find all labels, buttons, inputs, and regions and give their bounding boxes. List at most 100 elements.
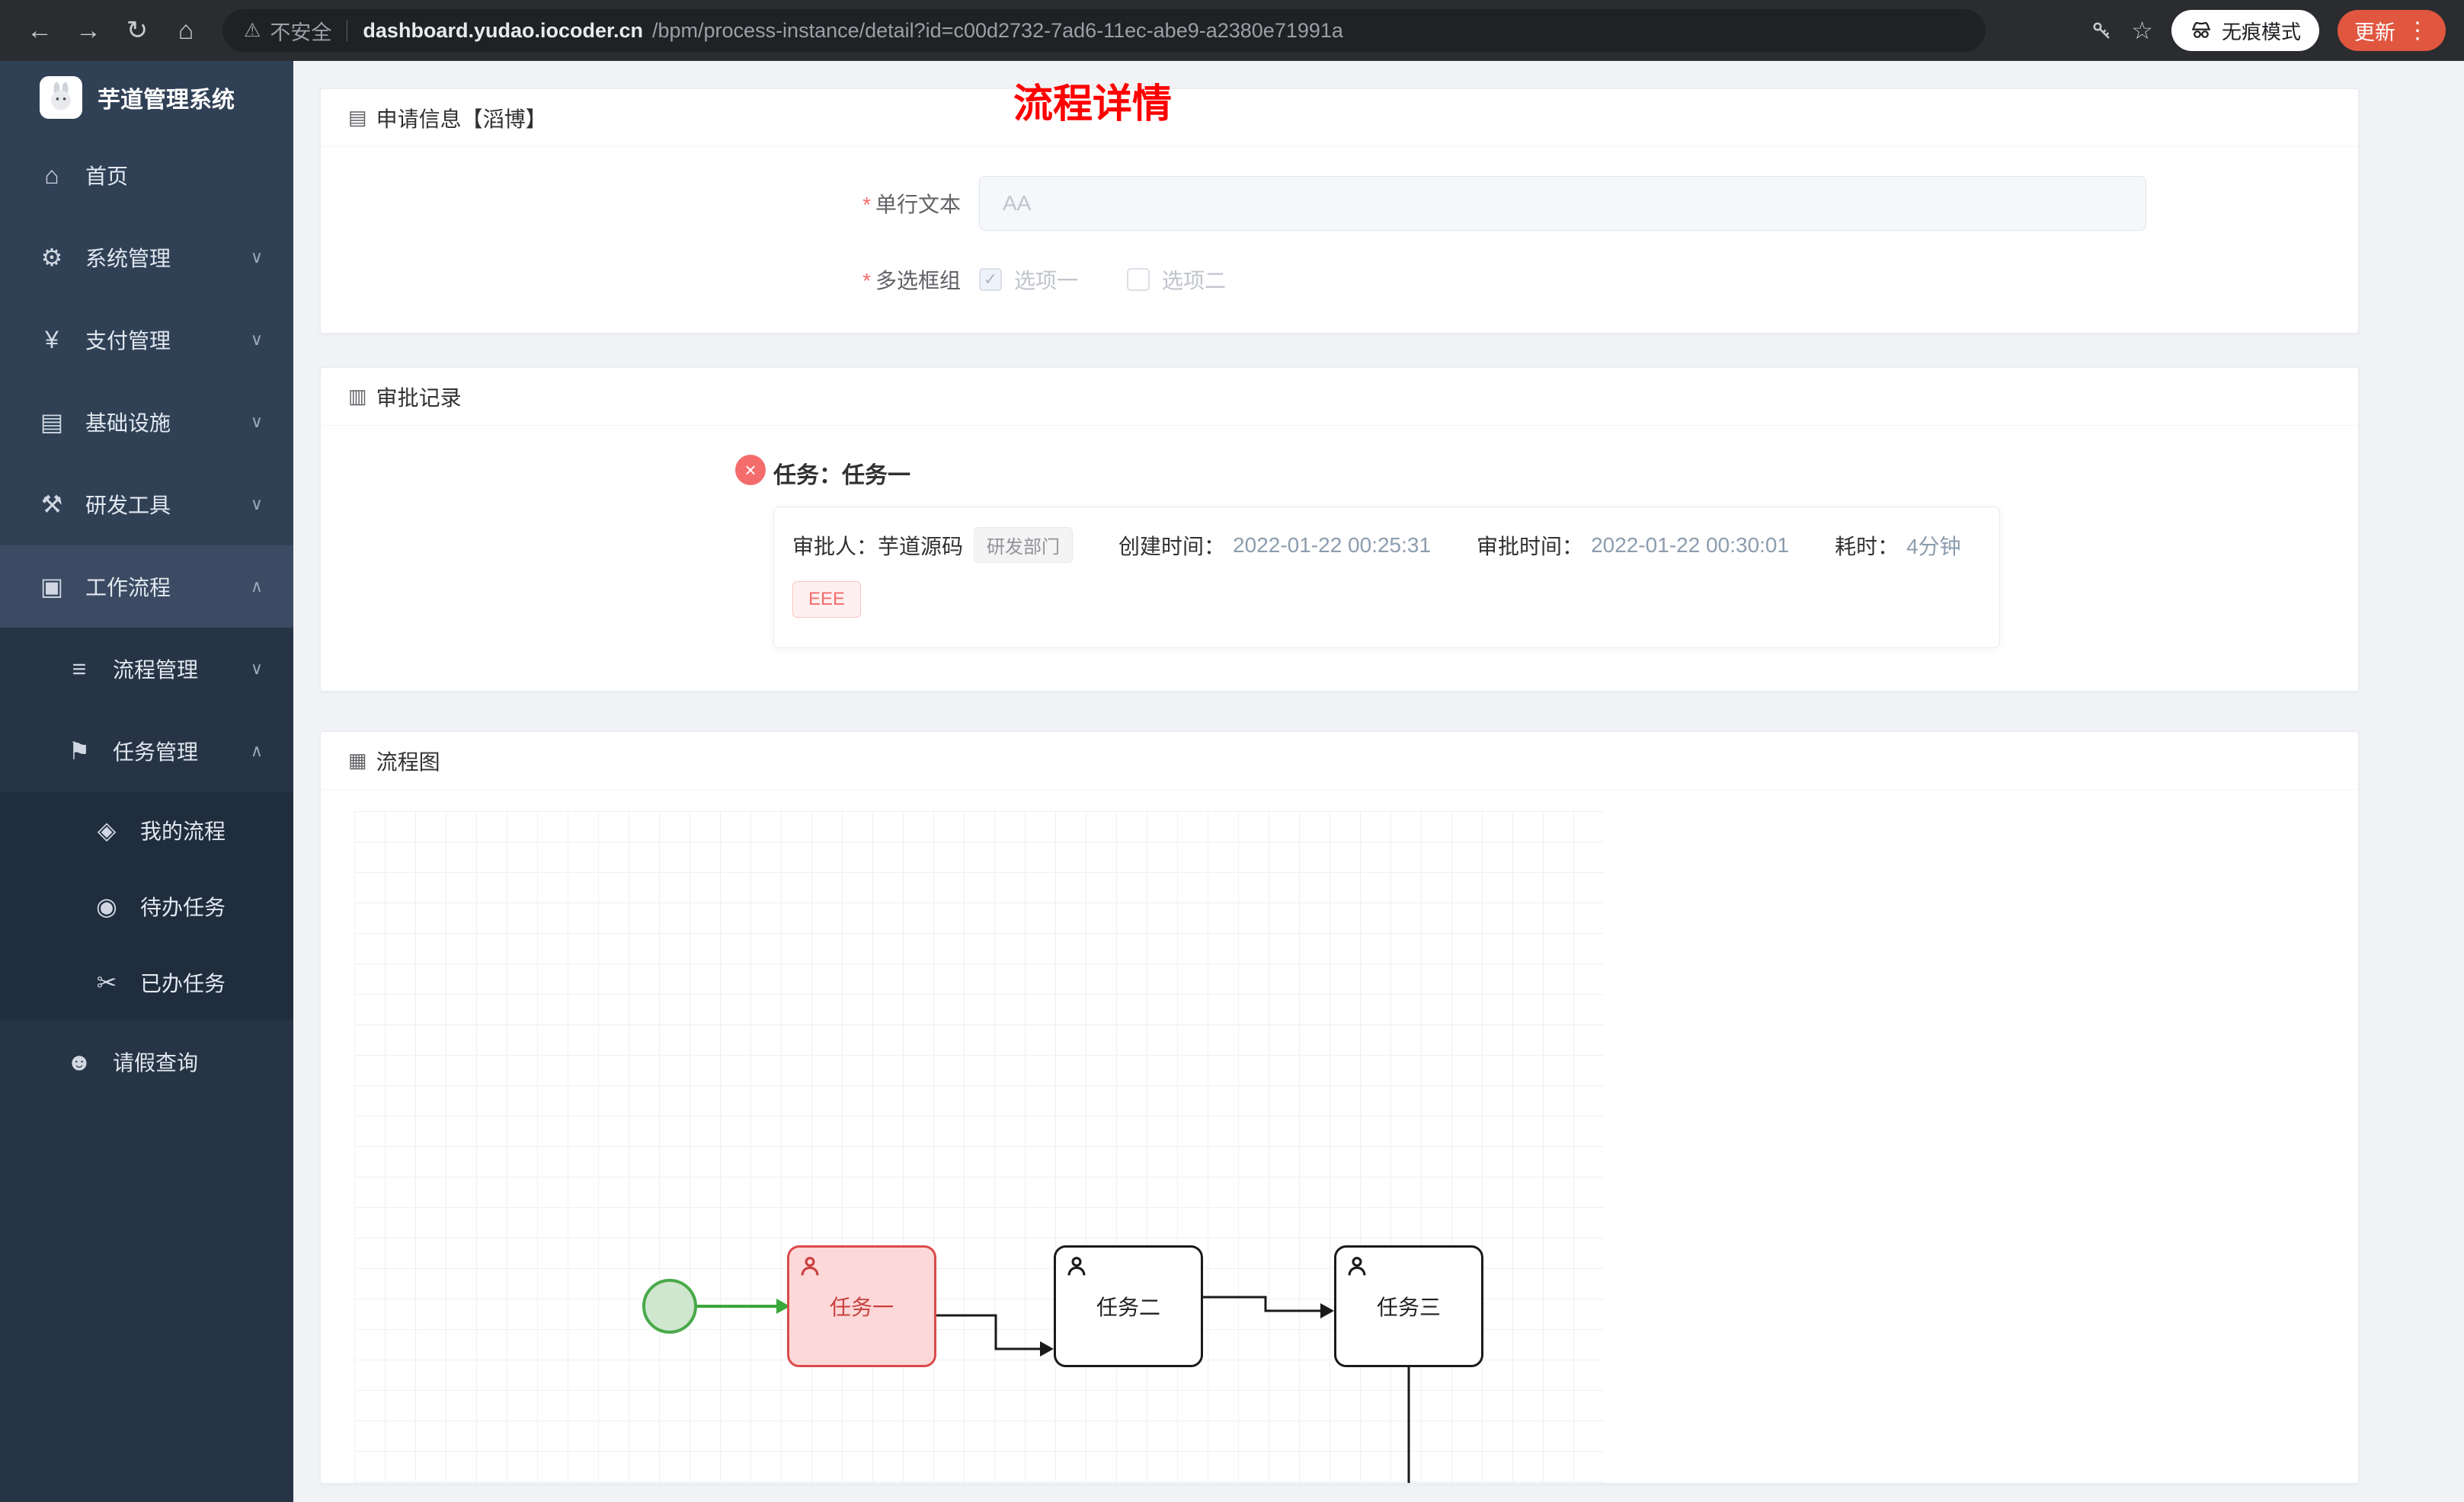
forward-button[interactable]: →	[75, 15, 101, 45]
sidebar-item-payment-management[interactable]: ¥ 支付管理 ∨	[0, 299, 293, 381]
address-bar[interactable]: ⚠ 不安全 dashboard.yudao.iocoder.cn/bpm/pro…	[222, 9, 1986, 52]
chevron-down-icon: ∨	[250, 248, 263, 267]
incognito-spy-icon	[2192, 21, 2210, 38]
approval-record-card: ▥ 审批记录 × 任务：任务一 审批人： 芋道源码 研发部门 创建时间： 202…	[320, 367, 2359, 692]
key-icon[interactable]	[2090, 19, 2113, 42]
sidebar-item-leave-query[interactable]: ☻ 请假查询	[0, 1021, 293, 1103]
single-line-text-label: *单行文本	[862, 193, 961, 216]
home-icon: ⌂	[44, 161, 59, 189]
process-diagram-card-header: ▦ 流程图	[321, 732, 2358, 790]
chevron-up-icon: ∧	[250, 741, 263, 760]
task-node-3[interactable]: 任务三	[1334, 1245, 1483, 1367]
created-time-label: 创建时间：	[1118, 534, 1226, 558]
checkbox-option-2: 选项二	[1127, 264, 1226, 295]
back-button[interactable]: ←	[27, 15, 53, 45]
process-diagram-card-title: 流程图	[376, 749, 440, 774]
task-node-1[interactable]: 任务一	[787, 1245, 936, 1367]
sidebar-item-system-management[interactable]: ⚙ 系统管理 ∨	[0, 216, 293, 299]
created-time-value: 2022-01-22 00:25:31	[1233, 532, 1432, 557]
home-button[interactable]: ⌂	[178, 15, 194, 45]
sidebar-item-todo-tasks[interactable]: ◉ 待办任务	[0, 868, 293, 944]
user-task-icon	[1348, 1257, 1366, 1276]
bpmn-grid	[354, 811, 1604, 1483]
process-diagram-card: ▦ 流程图 任务一	[320, 731, 2359, 1484]
apply-info-card-header: ▤ 申请信息【滔博】	[321, 89, 2358, 147]
apply-info-card: ▤ 申请信息【滔博】 *单行文本 *多选框组 选项一 选项二	[320, 88, 2359, 334]
sidebar-item-home[interactable]: ⌂ 首页	[0, 134, 293, 216]
app-logo	[40, 76, 82, 119]
url-domain: dashboard.yudao.iocoder.cn	[363, 18, 643, 42]
sidebar-item-my-processes[interactable]: ◈ 我的流程	[0, 792, 293, 868]
checkbox-group: 选项一 选项二	[979, 263, 1226, 296]
menu-kebab-icon[interactable]: ⋮	[2406, 18, 2429, 43]
chevron-down-icon: ∨	[250, 412, 263, 431]
url-path: /bpm/process-instance/detail?id=c00d2732…	[652, 18, 1343, 42]
eye-icon: ◉	[96, 893, 117, 920]
document-icon: ▤	[348, 106, 367, 129]
incognito-badge: 无痕模式	[2171, 10, 2319, 51]
chevron-down-icon: ∨	[250, 330, 263, 349]
infrastructure-icon: ▤	[40, 408, 64, 436]
task-node-label: 任务三	[1376, 1296, 1441, 1319]
sidebar-item-dev-tools[interactable]: ⚒ 研发工具 ∨	[0, 463, 293, 545]
scissors-icon: ✂	[96, 969, 117, 996]
task-node-2[interactable]: 任务二	[1054, 1245, 1203, 1367]
error-status-icon: ×	[735, 455, 766, 485]
checkbox-unchecked-icon	[1127, 268, 1150, 291]
list-icon: ≡	[72, 654, 87, 682]
sidebar-item-workflow[interactable]: ▣ 工作流程 ∧	[0, 545, 293, 628]
sidebar: 芋道管理系统 ⌂ 首页 ⚙ 系统管理 ∨ ¥ 支付管理 ∨ ▤ 基础设施 ∨ ⚒…	[0, 61, 293, 1502]
bookmark-star-icon[interactable]: ☆	[2131, 17, 2153, 44]
duration-label: 耗时：	[1835, 534, 1899, 558]
task-node-label: 任务一	[829, 1296, 894, 1319]
chevron-up-icon: ∧	[250, 577, 263, 596]
user-task-icon	[1067, 1257, 1086, 1276]
update-label: 更新	[2354, 21, 2395, 44]
workflow-icon: ▣	[40, 573, 64, 600]
approver-name: 芋道源码	[878, 534, 964, 558]
approval-record-card-header: ▥ 审批记录	[321, 368, 2358, 426]
approval-timeline: × 任务：任务一 审批人： 芋道源码 研发部门 创建时间： 2022-01-22…	[321, 426, 2358, 691]
sidebar-item-process-management[interactable]: ≡ 流程管理 ∨	[0, 628, 293, 710]
single-line-text-input	[979, 176, 2146, 231]
checkbox-group-row: *多选框组 选项一 选项二	[321, 263, 2358, 296]
apply-info-form: *单行文本 *多选框组 选项一 选项二	[321, 147, 2358, 333]
incognito-label: 无痕模式	[2221, 20, 2301, 43]
apply-info-card-title: 申请信息【滔博】	[376, 107, 547, 131]
bpmn-canvas[interactable]: 任务一 任务二 任务三	[321, 790, 2358, 1483]
chevron-down-icon: ∨	[250, 494, 263, 513]
approved-time-value: 2022-01-22 00:30:01	[1591, 532, 1790, 557]
checkbox-group-label: *多选框组	[862, 269, 961, 292]
approval-detail-card: 审批人： 芋道源码 研发部门 创建时间： 2022-01-22 00:25:31…	[773, 507, 2000, 648]
main-scroll-area[interactable]: 流程详情 ▤ 申请信息【滔博】 *单行文本 *多选框组 选项一	[293, 61, 2464, 1502]
yen-icon: ¥	[45, 325, 59, 353]
checkbox-checked-icon	[979, 268, 1002, 291]
my-process-icon: ◈	[97, 817, 117, 844]
user-task-icon	[801, 1257, 819, 1276]
task-node-label: 任务二	[1096, 1296, 1160, 1319]
comment-tag: EEE	[792, 581, 862, 618]
sidebar-item-infrastructure[interactable]: ▤ 基础设施 ∨	[0, 381, 293, 463]
approver-label: 审批人：	[792, 534, 878, 558]
sidebar-item-done-tasks[interactable]: ✂ 已办任务	[0, 944, 293, 1021]
refresh-button[interactable]: ↻	[126, 16, 149, 45]
user-icon: ☻	[66, 1047, 92, 1075]
app-logo-row: 芋道管理系统	[0, 61, 293, 134]
single-line-text-row: *单行文本	[321, 176, 2358, 231]
warning-icon: ⚠	[244, 20, 261, 41]
task-title: 任务：任务一	[773, 463, 910, 488]
tools-icon: ⚒	[40, 491, 63, 518]
browser-toolbar: ← → ↻ ⌂ ⚠ 不安全 dashboard.yudao.iocoder.cn…	[0, 0, 2464, 61]
checkbox-option-1: 选项一	[979, 264, 1078, 295]
security-label: 不安全	[270, 21, 332, 44]
diagram-icon: ▦	[348, 749, 367, 772]
sidebar-item-task-management[interactable]: ⚑ 任务管理 ∧	[0, 710, 293, 792]
dept-tag: 研发部门	[974, 527, 1074, 563]
approved-time-label: 审批时间：	[1477, 534, 1584, 558]
app-title: 芋道管理系统	[98, 88, 235, 113]
required-asterisk: *	[862, 193, 871, 216]
update-browser-button[interactable]: 更新 ⋮	[2338, 10, 2446, 51]
start-event-node[interactable]	[642, 1279, 697, 1334]
gear-icon: ⚙	[40, 244, 63, 271]
page-title: 流程详情	[1013, 82, 1173, 126]
